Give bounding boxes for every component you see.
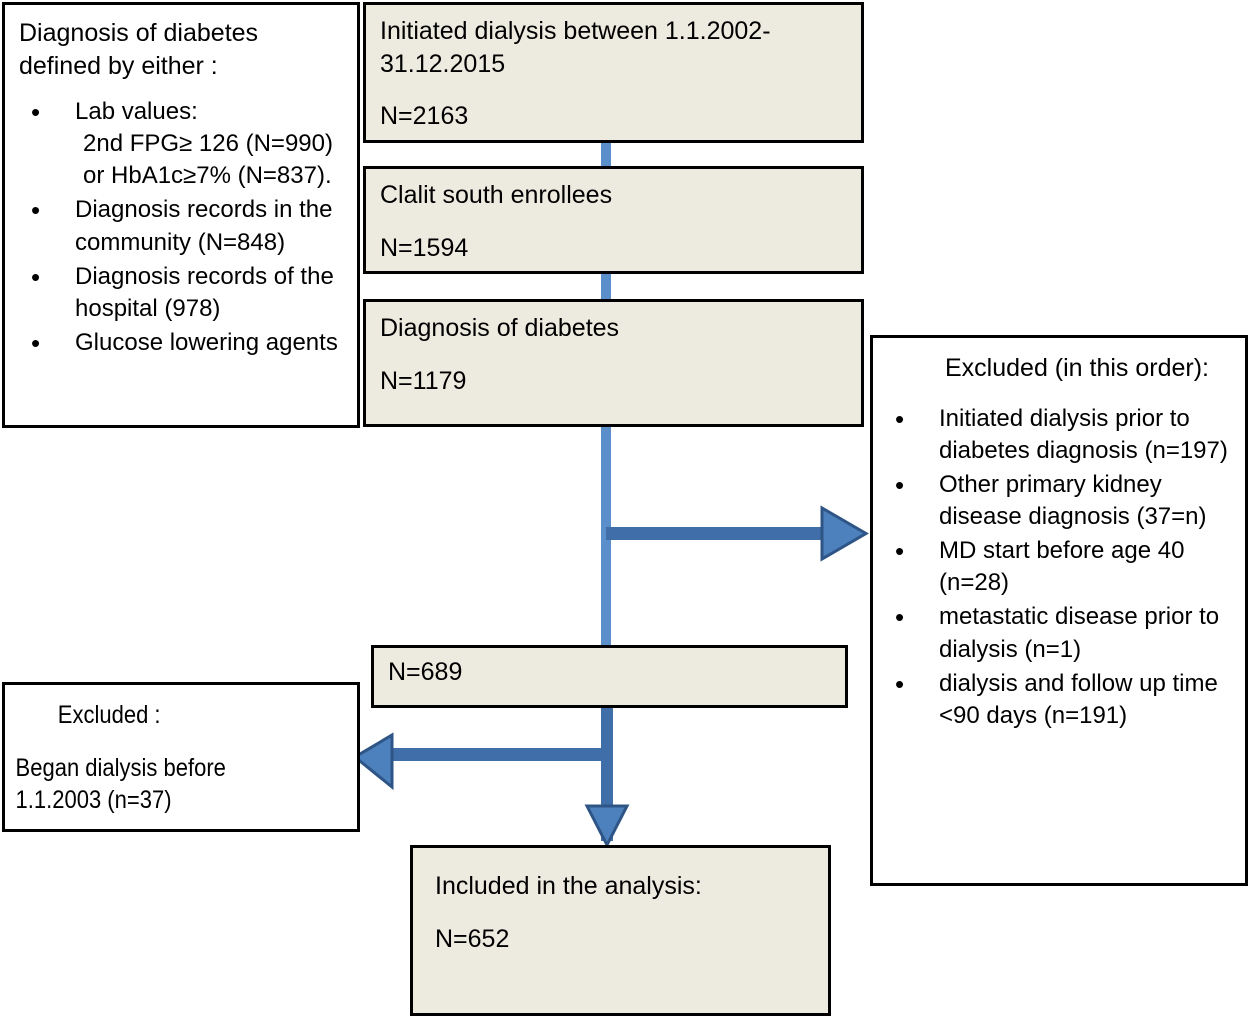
flow-step-clalit-enrollees: Clalit south enrollees N=1594 (363, 166, 864, 274)
definition-bullet-2-main: Diagnosis records in the (75, 196, 333, 224)
excluded-right-item-2-sub1: disease diagnosis (37=n) (939, 502, 1207, 530)
connector-step2-step3 (601, 272, 611, 302)
step5-count: N=652 (435, 924, 510, 953)
excluded-right-item-3-sub1: (n=28) (939, 569, 1010, 597)
flow-step-diagnosis-diabetes: Diagnosis of diabetes N=1179 (363, 299, 864, 427)
arrowhead-to-included (584, 804, 630, 849)
excluded-right-item-3: MD start before age 40 (n=28) (883, 534, 1237, 599)
step3-count: N=1179 (380, 366, 467, 395)
step1-label-line2: 31.12.2015 (380, 49, 506, 78)
connector-step3-step4 (601, 425, 611, 649)
excluded-left-line2: 1.1.2003 (n=37) (15, 786, 172, 814)
excluded-right-item-4-sub1: dialysis (n=1) (939, 635, 1082, 663)
step2-label: Clalit south enrollees (380, 181, 613, 209)
excluded-right-list: Initiated dialysis prior to diabetes dia… (883, 401, 1237, 733)
definition-bullet-1: Lab values: 2nd FPG≥ 126 (N=990) or HbA1… (19, 95, 347, 192)
excluded-right-item-4: metastatic disease prior to dialysis (n=… (883, 600, 1237, 665)
definition-bullet-2-sub1: community (N=848) (75, 228, 286, 256)
excluded-left-title: Excluded : (57, 701, 161, 729)
excluded-right-item-1-main: Initiated dialysis prior to (939, 404, 1190, 432)
excluded-right-item-4-main: metastatic disease prior to (939, 603, 1220, 631)
step2-count: N=1594 (380, 233, 469, 262)
excluded-left-box: Excluded : Began dialysis before 1.1.200… (2, 682, 360, 832)
definition-title-line1: Diagnosis of diabetes (19, 19, 259, 47)
connector-step4-down (601, 707, 613, 841)
definition-bullet-3-sub1: hospital (978) (75, 294, 221, 322)
excluded-right-item-5: dialysis and follow up time <90 days (n=… (883, 667, 1237, 732)
excluded-right-item-3-main: MD start before age 40 (939, 537, 1185, 565)
excluded-right-item-2-main: Other primary kidney (939, 470, 1162, 498)
definition-bullet-3-main: Diagnosis records of the (75, 262, 334, 290)
excluded-right-item-5-sub1: <90 days (n=191) (939, 701, 1128, 729)
definition-bullet-list: Lab values: 2nd FPG≥ 126 (N=990) or HbA1… (19, 95, 347, 361)
arrow-to-excluded-left (352, 732, 607, 791)
excluded-right-title: Excluded (in this order): (945, 354, 1210, 382)
flow-step-initiated-dialysis: Initiated dialysis between 1.1.2002- 31.… (363, 2, 864, 143)
definition-bullet-1-main: Lab values: (75, 98, 198, 125)
arrow-to-excluded-right (606, 505, 869, 562)
step1-count: N=2163 (380, 102, 469, 130)
definition-bullet-4: Glucose lowering agents (19, 326, 347, 361)
definition-bullet-1-sub2: or HbA1c≥7% (N=837). (83, 162, 332, 190)
step5-label: Included in the analysis: (435, 872, 702, 900)
excluded-right-box: Excluded (in this order): Initiated dial… (870, 335, 1248, 886)
excluded-right-item-1-sub1: diabetes diagnosis (n=197) (939, 436, 1228, 464)
definition-title-line2: defined by either : (19, 51, 218, 80)
flow-step-included-analysis: Included in the analysis: N=652 (410, 845, 831, 1016)
flow-step-n689: N=689 (371, 645, 848, 708)
definition-bullet-2: Diagnosis records in the community (N=84… (19, 193, 347, 258)
definition-bullet-4-main: Glucose lowering agents (75, 329, 338, 357)
excluded-left-line1: Began dialysis before (15, 753, 226, 782)
excluded-right-item-2: Other primary kidney disease diagnosis (… (883, 468, 1237, 533)
step1-label-line1: Initiated dialysis between 1.1.2002- (380, 17, 771, 45)
step4-count: N=689 (388, 658, 463, 686)
definition-bullet-1-sub1: 2nd FPG≥ 126 (N=990) (83, 130, 333, 158)
excluded-right-item-5-main: dialysis and follow up time (939, 669, 1218, 697)
excluded-right-item-1: Initiated dialysis prior to diabetes dia… (883, 401, 1237, 467)
diabetes-definition-box: Diagnosis of diabetes defined by either … (2, 2, 360, 428)
definition-bullet-3: Diagnosis records of the hospital (978) (19, 260, 347, 325)
step3-label: Diagnosis of diabetes (380, 314, 620, 342)
